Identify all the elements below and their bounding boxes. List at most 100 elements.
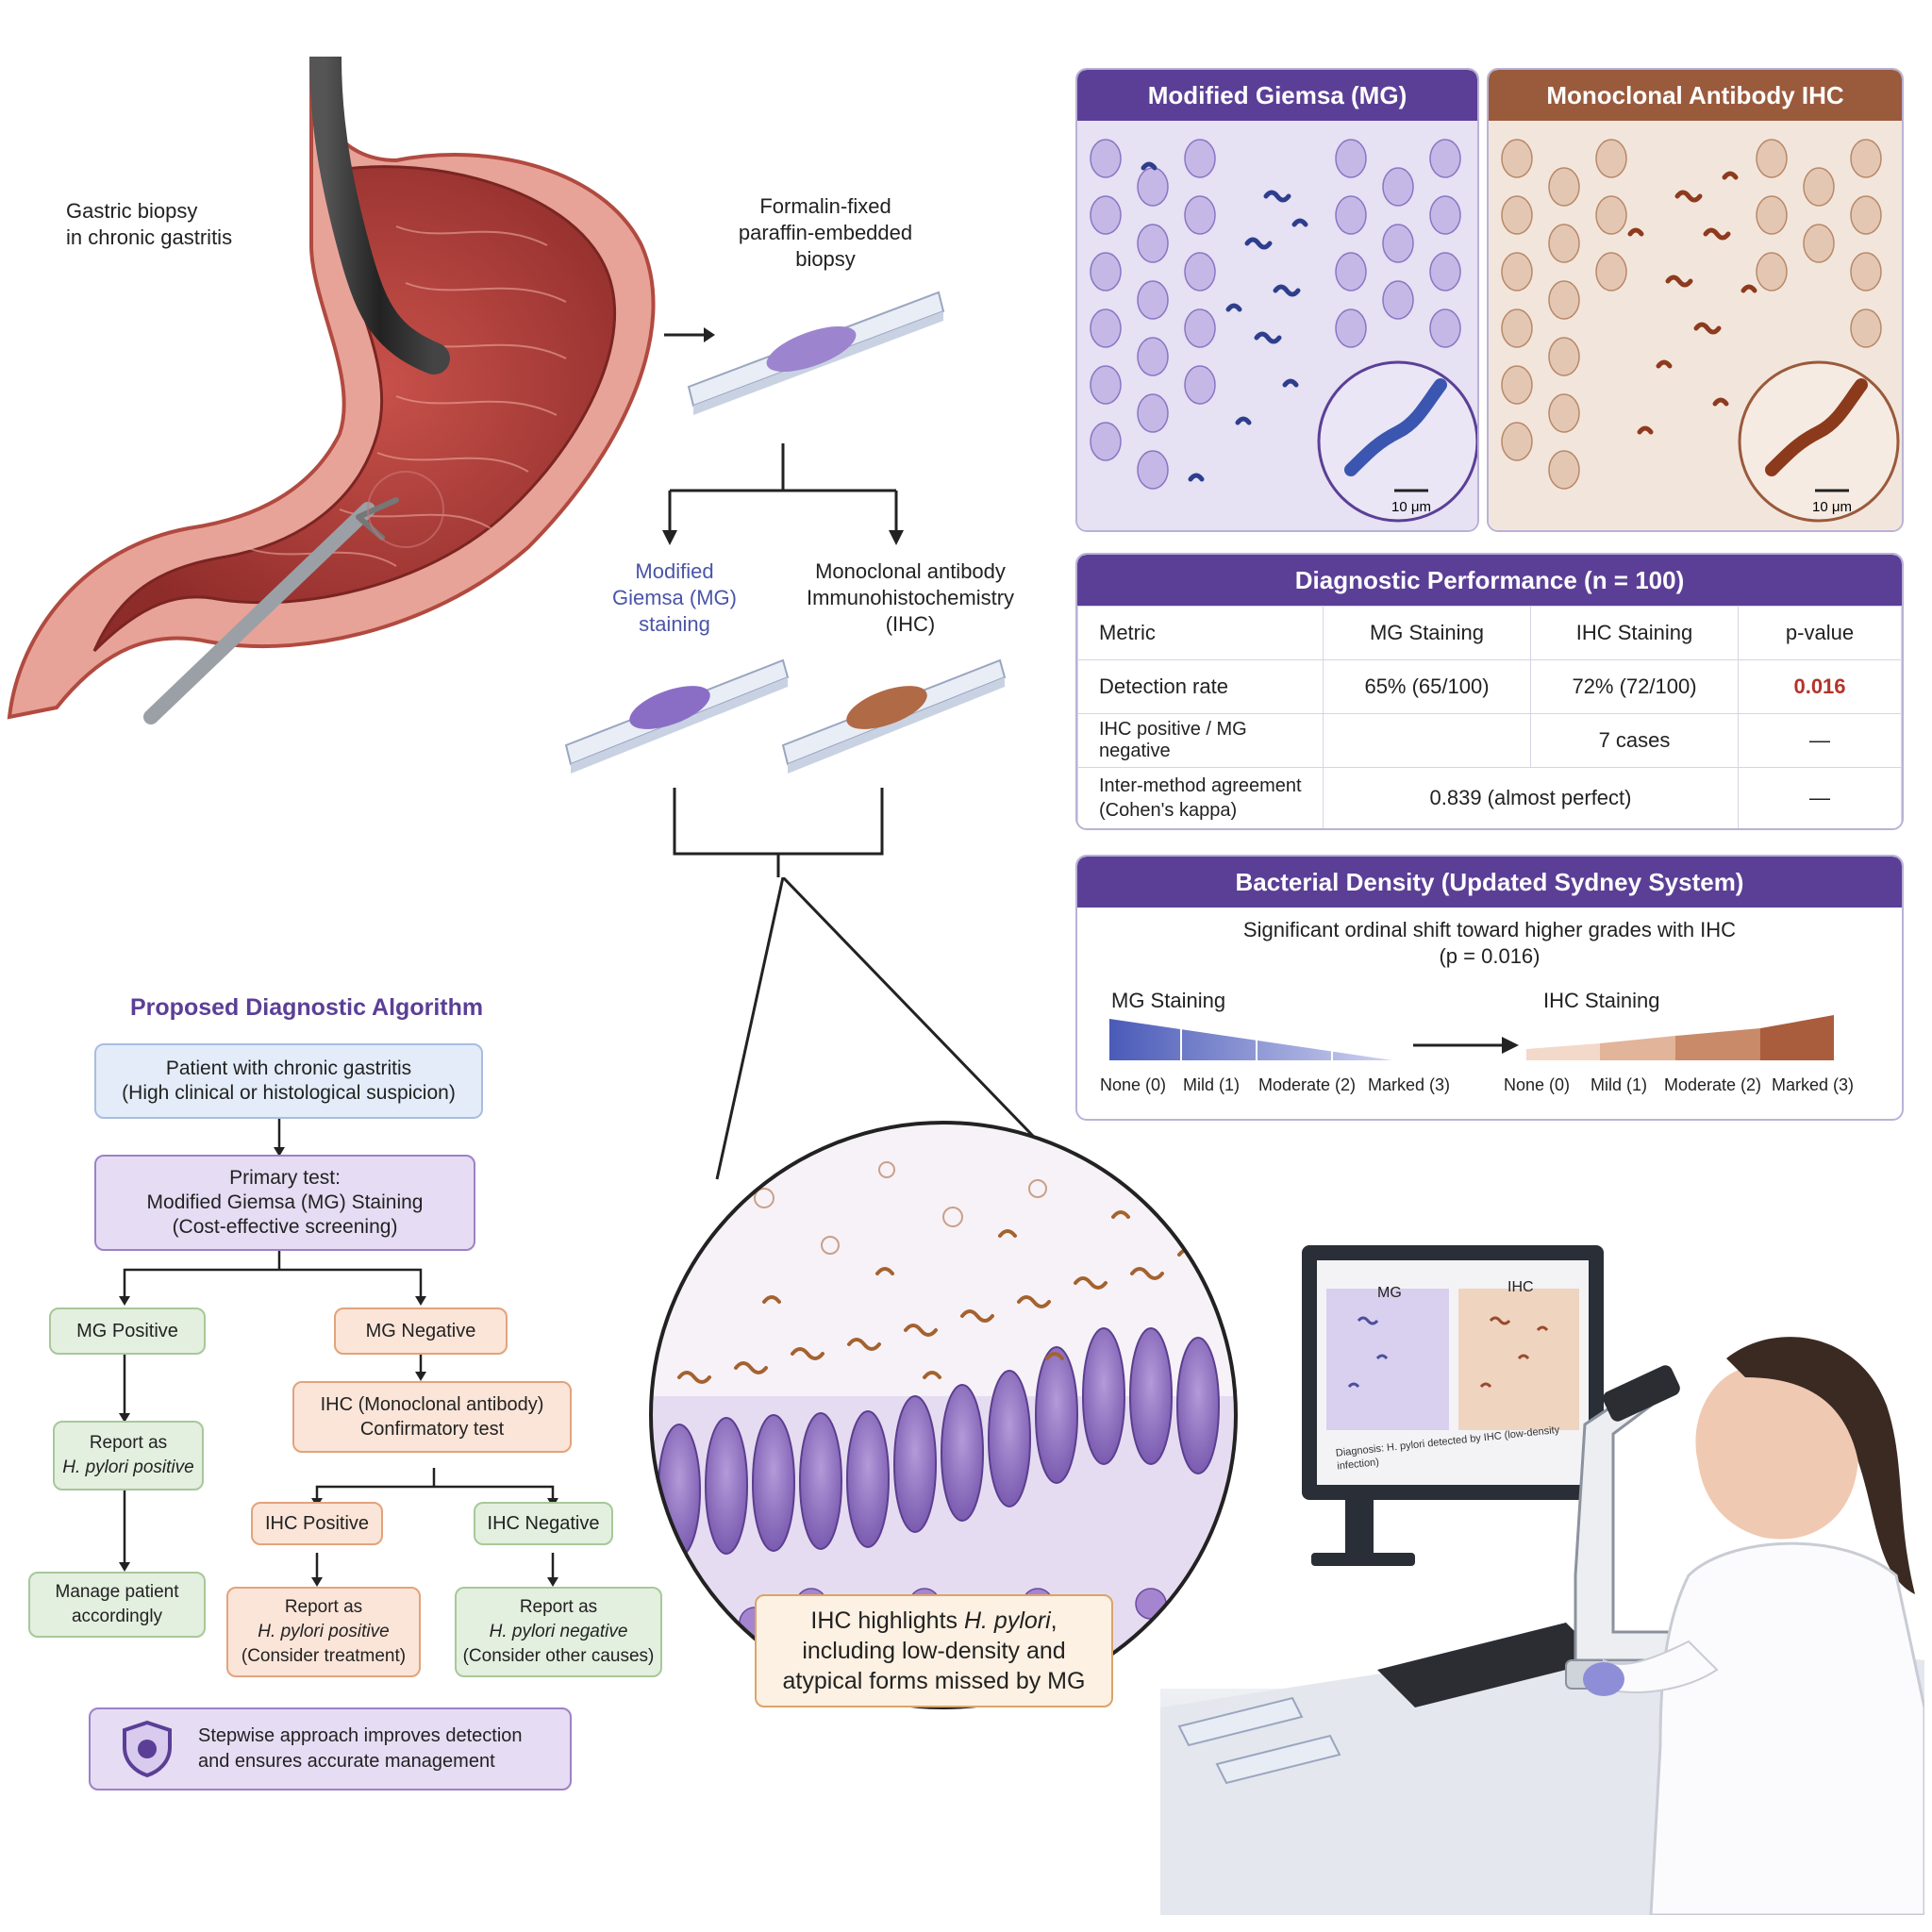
- algo-mg-positive: MG Positive: [49, 1307, 206, 1355]
- table-row: Inter-method agreement (Cohen's kappa) 0…: [1077, 767, 1902, 828]
- row-mg: 65% (65/100): [1323, 659, 1531, 714]
- performance-table: Metric MG Staining IHC Staining p-value …: [1077, 606, 1902, 828]
- algo-primary-test: Primary test: Modified Giemsa (MG) Stain…: [94, 1155, 475, 1251]
- ihc-scale-bar: 10 μm: [1812, 499, 1852, 515]
- callout-comma: ,: [1050, 1607, 1058, 1634]
- algo-report-ihc-neg-line2: H. pylori negative: [489, 1622, 628, 1641]
- algo-report-ihc-pos-line3: (Consider treatment): [241, 1646, 407, 1666]
- row-kappa: 0.839 (almost perfect): [1323, 767, 1739, 828]
- algo-report-positive: Report as H. pylori positive: [53, 1421, 204, 1491]
- ihc-label-line3: (IHC): [885, 612, 936, 636]
- algo-mg-negative: MG Negative: [334, 1307, 508, 1355]
- row-metric: Inter-method agreement (Cohen's kappa): [1077, 767, 1324, 828]
- algo-ihc-positive: IHC Positive: [251, 1502, 383, 1545]
- monitor-mg-label: MG: [1377, 1285, 1402, 1301]
- algo-manage-line1: Manage patient: [55, 1582, 179, 1602]
- performance-panel: Diagnostic Performance (n = 100) Metric …: [1075, 553, 1904, 830]
- algo-ihc-confirm-line1: IHC (Monoclonal antibody): [320, 1394, 544, 1415]
- row-metric: Detection rate: [1077, 659, 1324, 714]
- table-row: IHC positive / MG negative 7 cases —: [1077, 713, 1902, 768]
- algo-ihc-confirm: IHC (Monoclonal antibody) Confirmatory t…: [292, 1381, 572, 1453]
- density-panel: Bacterial Density (Updated Sydney System…: [1075, 855, 1904, 1121]
- row-metric: IHC positive / MG negative: [1077, 713, 1324, 768]
- density-subtitle-line2: (p = 0.016): [1439, 944, 1541, 968]
- ihc-grade-3: Marked (3): [1772, 1075, 1855, 1094]
- algo-footer-line1: Stepwise approach improves detection: [198, 1725, 523, 1746]
- monitor-ihc-label: IHC: [1507, 1279, 1534, 1295]
- biopsy-label-line1: Gastric biopsy: [66, 199, 198, 223]
- ihc-callout: IHC highlights H. pylori, including low-…: [755, 1594, 1113, 1707]
- ihc-grade-2: Moderate (2): [1664, 1075, 1762, 1094]
- density-subtitle-line1: Significant ordinal shift toward higher …: [1242, 918, 1737, 941]
- callout-line1: IHC highlights H. pylori,: [810, 1606, 1057, 1636]
- header-pvalue: p-value: [1738, 606, 1902, 660]
- row-ihc: 7 cases: [1530, 713, 1739, 768]
- mg-grade-0: None (0): [1100, 1075, 1167, 1094]
- algo-footer-line2: and ensures accurate management: [198, 1751, 495, 1772]
- ihc-micrograph: 10 μm: [1489, 121, 1902, 530]
- arrow-to-slide: [664, 327, 715, 342]
- mg-staining-label: Modified Giemsa (MG) staining: [585, 558, 764, 638]
- algo-start-line2: (High clinical or histological suspicion…: [122, 1082, 456, 1104]
- density-wedges: [1109, 1015, 1834, 1060]
- table-header-row: Metric MG Staining IHC Staining p-value: [1077, 606, 1902, 660]
- algo-report-ihc-negative: Report as H. pylori negative (Consider o…: [455, 1587, 662, 1677]
- mg-micrograph-title: Modified Giemsa (MG): [1077, 70, 1477, 121]
- algo-report-pos-line1: Report as: [89, 1433, 168, 1453]
- zoom-lines: [715, 877, 1058, 1180]
- mg-grade-2: Moderate (2): [1258, 1075, 1357, 1094]
- ihc-micrograph-panel: Monoclonal Antibody IHC 10 μm: [1487, 68, 1904, 532]
- algo-report-ihc-neg-line3: (Consider other causes): [462, 1646, 655, 1666]
- ffpe-line2: paraffin-embedded: [738, 221, 913, 244]
- table-row: Detection rate 65% (65/100) 72% (72/100)…: [1077, 659, 1902, 714]
- performance-title: Diagnostic Performance (n = 100): [1077, 555, 1902, 606]
- ihc-grade-0: None (0): [1504, 1075, 1571, 1094]
- ffpe-line1: Formalin-fixed: [759, 194, 891, 218]
- algo-report-ihc-positive: Report as H. pylori positive (Consider t…: [226, 1587, 421, 1677]
- mg-micrograph-panel: Modified Giemsa (MG) 10 μm: [1075, 68, 1479, 532]
- biopsy-label: Gastric biopsy in chronic gastritis: [66, 198, 311, 251]
- stomach-illustration: [7, 57, 656, 724]
- mg-label-line3: staining: [639, 612, 710, 636]
- ihc-micrograph-title: Monoclonal Antibody IHC: [1489, 70, 1902, 121]
- ffpe-line3: biopsy: [795, 247, 856, 271]
- algo-report-ihc-pos-line1: Report as: [284, 1597, 363, 1617]
- density-mg-label: MG Staining: [1111, 989, 1226, 1012]
- algo-start: Patient with chronic gastritis (High cli…: [94, 1043, 483, 1119]
- header-mg: MG Staining: [1323, 606, 1531, 660]
- callout-italic: H. pylori: [963, 1607, 1051, 1634]
- ffpe-slide: [687, 291, 945, 415]
- row-pvalue: —: [1738, 713, 1902, 768]
- density-ihc-label: IHC Staining: [1543, 989, 1660, 1012]
- callout-line2: including low-density and: [802, 1638, 1066, 1664]
- algo-primary-line2: Modified Giemsa (MG) Staining: [146, 1191, 424, 1213]
- lab-workstation-illustration: [1160, 1245, 1924, 1915]
- algo-report-ihc-pos-line2: H. pylori positive: [258, 1622, 390, 1641]
- shield-icon: [123, 1720, 172, 1778]
- row-pvalue: 0.016: [1738, 659, 1902, 714]
- slide-flow: [564, 291, 1007, 877]
- algo-primary-line3: (Cost-effective screening): [172, 1216, 398, 1238]
- row-ihc: 72% (72/100): [1530, 659, 1739, 714]
- algo-report-pos-line2: H. pylori positive: [62, 1457, 194, 1477]
- algo-footer: Stepwise approach improves detection and…: [89, 1707, 572, 1790]
- ihc-label-line1: Monoclonal antibody: [815, 559, 1006, 583]
- algo-start-line1: Patient with chronic gastritis: [165, 1058, 412, 1079]
- mg-slide: [564, 658, 790, 774]
- mg-label-line1: Modified: [635, 559, 714, 583]
- algo-manage: Manage patient accordingly: [28, 1572, 206, 1638]
- header-ihc: IHC Staining: [1530, 606, 1739, 660]
- mg-grade-1: Mild (1): [1183, 1075, 1241, 1094]
- algorithm-title: Proposed Diagnostic Algorithm: [130, 994, 484, 1021]
- algorithm-connectors: [119, 1119, 558, 1587]
- ffpe-label: Formalin-fixed paraffin-embedded biopsy: [717, 193, 934, 273]
- mg-grade-3: Marked (3): [1368, 1075, 1451, 1094]
- density-subtitle: Significant ordinal shift toward higher …: [1077, 917, 1902, 970]
- mg-micrograph: 10 μm: [1077, 121, 1477, 530]
- algo-manage-line2: accordingly: [71, 1607, 163, 1626]
- biopsy-label-line2: in chronic gastritis: [66, 225, 233, 249]
- header-metric: Metric: [1077, 606, 1324, 660]
- callout-text: IHC highlights: [810, 1607, 964, 1634]
- density-title: Bacterial Density (Updated Sydney System…: [1077, 857, 1902, 908]
- ihc-slide: [781, 658, 1007, 774]
